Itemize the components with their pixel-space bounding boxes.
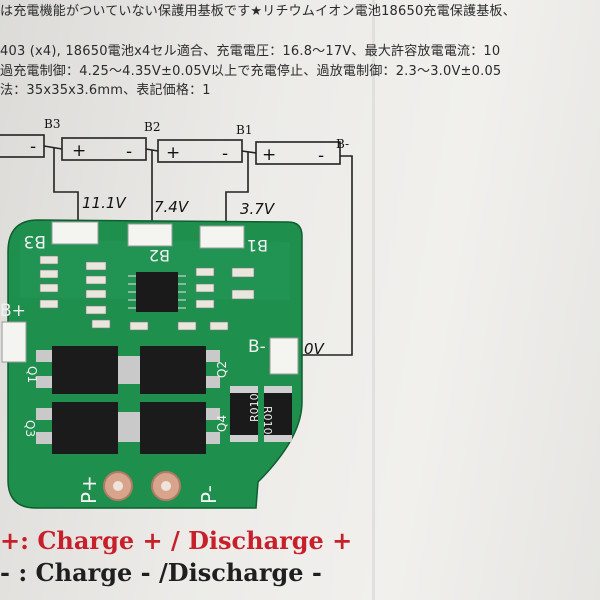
- cell-1-minus: -: [30, 137, 36, 157]
- silk-bminus: B-: [248, 337, 266, 357]
- paper-crease: [372, 0, 375, 600]
- shunt-2-code: R010: [261, 406, 274, 435]
- connector-b2: [127, 223, 173, 247]
- cell-4-plus: +: [262, 145, 276, 165]
- silk-p-plus: P+: [77, 475, 101, 504]
- battery-cell-1: [0, 134, 45, 158]
- node-label-b1: B1: [236, 123, 252, 137]
- spec-line-1: は充電機能がついていない保護用基板です★リチウムイオン電池18650充電保護基板…: [0, 4, 516, 19]
- connector-bplus: [1, 321, 27, 363]
- cell-4-minus: -: [318, 146, 324, 166]
- spec-line-2: 403 (x4), 18650電池x4セル適合、充電電圧：16.8～17V、最大…: [0, 44, 501, 59]
- mosfets: [52, 346, 206, 454]
- silk-q3: Q3: [23, 420, 37, 437]
- connector-b3: [51, 221, 99, 245]
- mosfet-q2: [140, 346, 206, 394]
- bms-pcb-board: B3 B2 B1 B+ B-: [0, 219, 303, 509]
- battery-cell-4: [255, 141, 341, 165]
- silk-q2: Q2: [215, 361, 229, 378]
- shunt-resistor-1: [230, 386, 258, 442]
- silk-q4: Q4: [215, 415, 229, 432]
- connector-b1: [199, 225, 245, 249]
- wires: [53, 148, 353, 356]
- voltage-label-b2: 7.4V: [154, 198, 190, 216]
- protection-ic: [136, 272, 178, 312]
- silk-p-minus: P-: [197, 485, 221, 504]
- connector-bminus: [269, 337, 299, 375]
- silk-b1: B1: [247, 236, 268, 255]
- mosfet-q3: [52, 402, 118, 454]
- cell-2-minus: -: [126, 142, 132, 162]
- mosfet-q4: [140, 402, 206, 454]
- silk-b2: B2: [149, 246, 170, 265]
- node-label-bminus: B-: [336, 137, 349, 151]
- caption-charge-plus: +: Charge + / Discharge +: [0, 526, 353, 555]
- spec-line-4: 法：35x35x3.6mm、表記価格：1: [0, 83, 211, 98]
- caption-charge-minus: - : Charge - /Discharge -: [0, 558, 322, 587]
- silk-bplus: B+: [0, 301, 26, 321]
- voltage-label-b3: 11.1V: [82, 194, 127, 212]
- node-label-b3: B3: [44, 117, 60, 131]
- silk-q1: Q1: [25, 366, 39, 383]
- cell-3-plus: +: [166, 143, 180, 163]
- silk-b3: B3: [24, 231, 46, 251]
- voltage-label-b1: 3.7V: [240, 200, 276, 218]
- shunt-resistor-2: [264, 386, 292, 442]
- mosfet-q1: [52, 346, 118, 394]
- voltage-label-bminus: 0V: [304, 340, 326, 358]
- cell-3-minus: -: [222, 144, 228, 164]
- node-label-b2: B2: [144, 120, 160, 134]
- spec-line-3: 過充電制御：4.25～4.35V±0.05V以上で充電停止、過放電制御：2.3～…: [0, 64, 502, 79]
- shunt-1-code: R010: [248, 393, 261, 422]
- cell-2-plus: +: [72, 141, 86, 161]
